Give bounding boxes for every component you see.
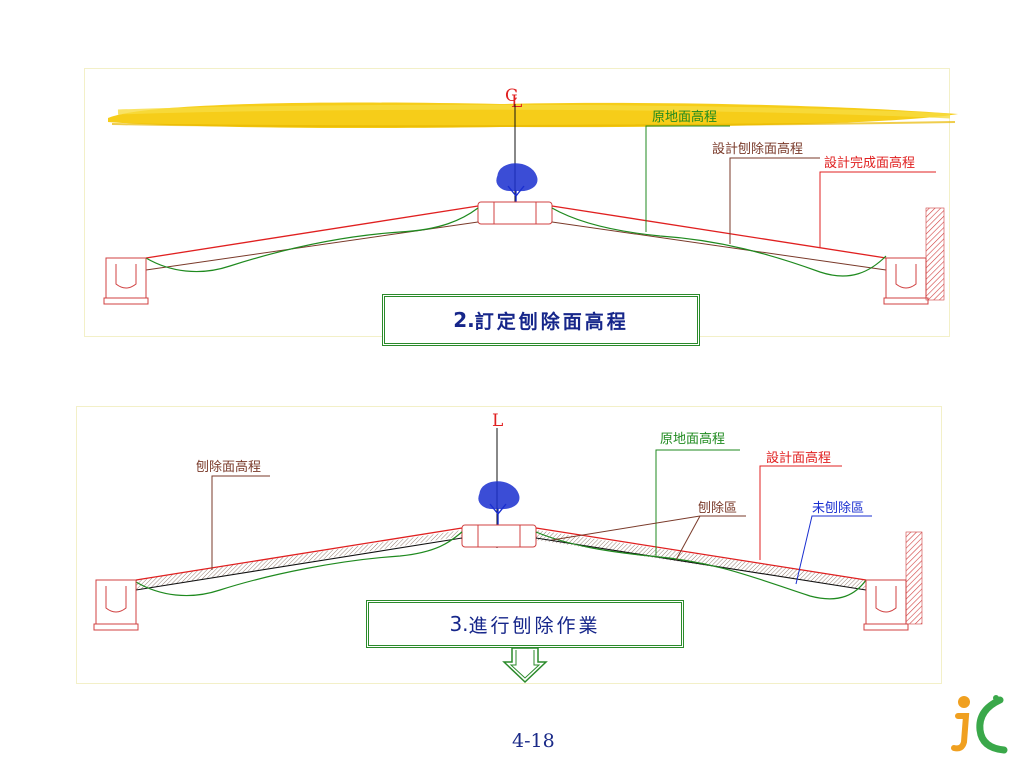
label-design-surface: 設計面高程 (766, 450, 831, 466)
leader-milling-surface (211, 475, 270, 570)
median-block (461, 524, 537, 548)
step-3-text: 進行刨除作業 (468, 614, 601, 637)
logo-icon (951, 695, 1008, 754)
milled-zone-left (136, 530, 462, 590)
curb-icon (103, 257, 149, 305)
design-line-right (535, 527, 867, 581)
milled-zone-right (536, 530, 866, 590)
centre-mark: L (492, 411, 503, 431)
centre-mark-sub: L (511, 92, 522, 112)
leader-design-finished (819, 171, 936, 248)
leader-original-ground (645, 125, 730, 232)
label-original-ground: 原地面高程 (660, 431, 725, 447)
tree-icon (496, 163, 538, 210)
curb-icon (93, 579, 139, 631)
original-ground-line-right (551, 207, 887, 277)
design-milling-line-right (551, 221, 887, 271)
leader-milled-zone-left (551, 515, 746, 541)
wall-icon (925, 207, 945, 301)
leader-design-surface (759, 465, 842, 560)
label-original-ground: 原地面高程 (652, 109, 717, 125)
step-2-text: 訂定刨除面高程 (474, 310, 629, 333)
milled-surface-left (135, 537, 463, 591)
median-block (477, 201, 553, 225)
tree-icon (478, 481, 520, 528)
step-3-number: 3. (449, 612, 469, 636)
step-2-number: 2. (453, 308, 475, 332)
label-design-milling: 設計刨除面高程 (712, 141, 803, 157)
label-design-finished: 設計完成面高程 (824, 155, 915, 171)
wall-icon (905, 531, 923, 625)
step-3-box: 3. 進行刨除作業 (366, 600, 684, 648)
arrow-down-icon (502, 647, 548, 684)
centre-mark: C (505, 86, 518, 106)
original-ground-line-left (145, 207, 479, 273)
design-finished-line-right (551, 205, 887, 259)
milled-surface-right (535, 537, 867, 591)
diagram-panel-2 (76, 406, 942, 684)
label-milled-zone: 刨除區 (698, 501, 737, 516)
original-ground-left (135, 531, 463, 597)
leader-original-ground (655, 449, 740, 556)
curb-icon (863, 579, 909, 631)
design-finished-line-left (145, 205, 479, 259)
label-unmilled-zone: 未刨除區 (812, 501, 864, 516)
leader-design-milling (729, 157, 820, 244)
design-line-left (135, 527, 463, 581)
leader-unmilled-zone (795, 515, 872, 585)
page-number: 4-18 (512, 730, 555, 752)
curb-icon (883, 257, 929, 305)
leader-milled-zone-right (675, 515, 701, 561)
highlight-stroke (108, 102, 958, 129)
arrow-down-icon (509, 650, 541, 679)
label-milling-surface: 刨除面高程 (196, 459, 261, 475)
original-ground-right (535, 531, 867, 600)
step-2-box: 2. 訂定刨除面高程 (382, 294, 700, 346)
